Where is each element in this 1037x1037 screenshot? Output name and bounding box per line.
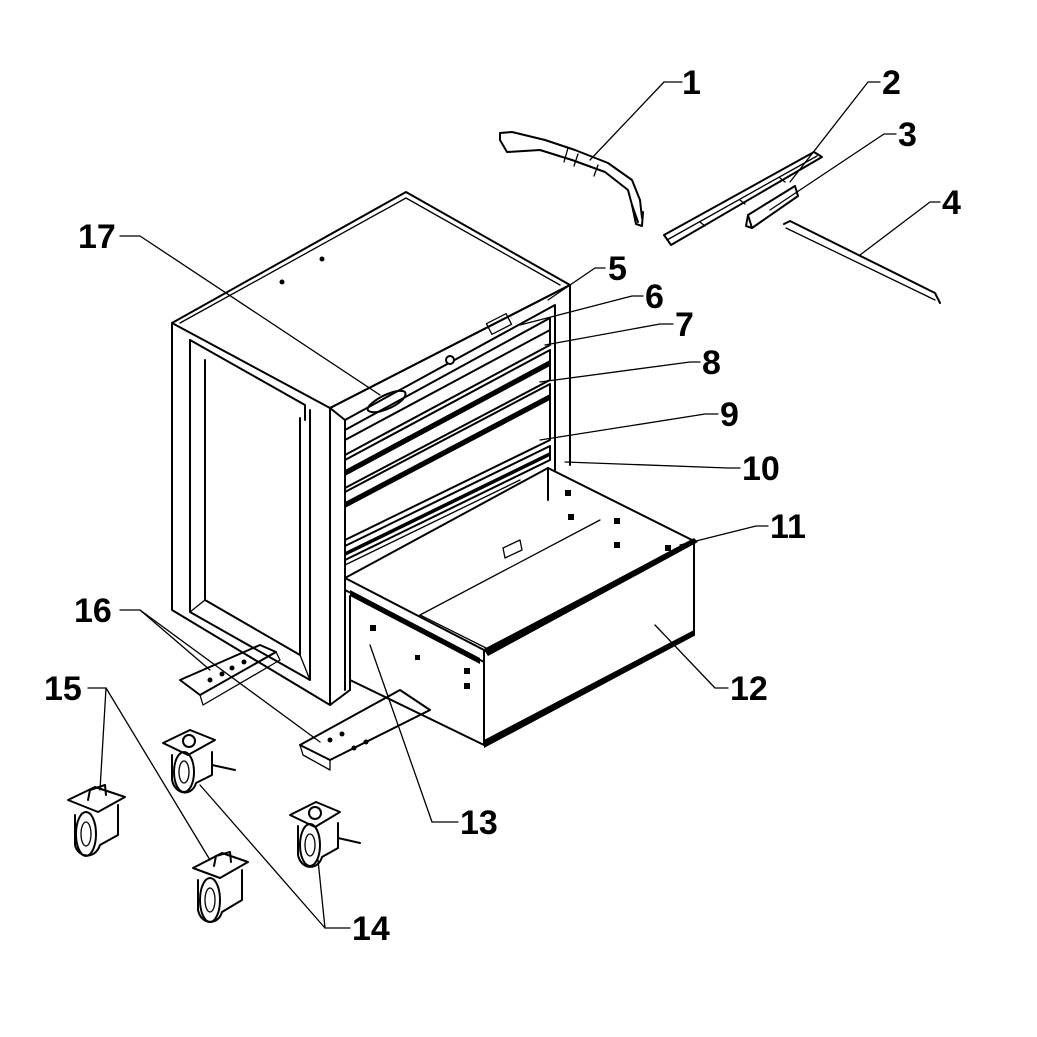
part-15-caster-left (67, 784, 126, 857)
part-4-rod (783, 220, 941, 304)
callout-4: 4 (942, 184, 961, 222)
callout-12: 12 (730, 670, 768, 708)
part-14-caster-right (289, 801, 361, 868)
part-14-caster-left (162, 729, 236, 794)
callout-2: 2 (882, 64, 901, 102)
callout-9: 9 (720, 396, 739, 434)
callout-15: 15 (44, 670, 82, 708)
callout-3: 3 (898, 116, 917, 154)
part-1-handle (499, 131, 644, 227)
callout-14: 14 (352, 910, 390, 948)
callout-17: 17 (78, 218, 116, 256)
callout-13: 13 (460, 804, 498, 842)
callout-5: 5 (608, 250, 627, 288)
callout-10: 10 (742, 450, 780, 488)
part-15-caster-right (192, 851, 249, 923)
callout-16: 16 (74, 592, 112, 630)
open-drawer (344, 467, 698, 748)
part-16-caster-plates (179, 644, 431, 771)
callout-6: 6 (645, 278, 664, 316)
part-3-bracket (745, 185, 799, 229)
callout-1: 1 (682, 64, 701, 102)
callout-labels: 1 2 3 4 5 6 7 8 9 10 11 12 13 14 15 16 1… (44, 64, 961, 948)
leader-lines (87, 81, 941, 929)
callout-8: 8 (702, 344, 721, 382)
part-2-drawer-slide (663, 151, 823, 246)
callout-7: 7 (675, 306, 694, 344)
callout-11: 11 (770, 508, 806, 546)
